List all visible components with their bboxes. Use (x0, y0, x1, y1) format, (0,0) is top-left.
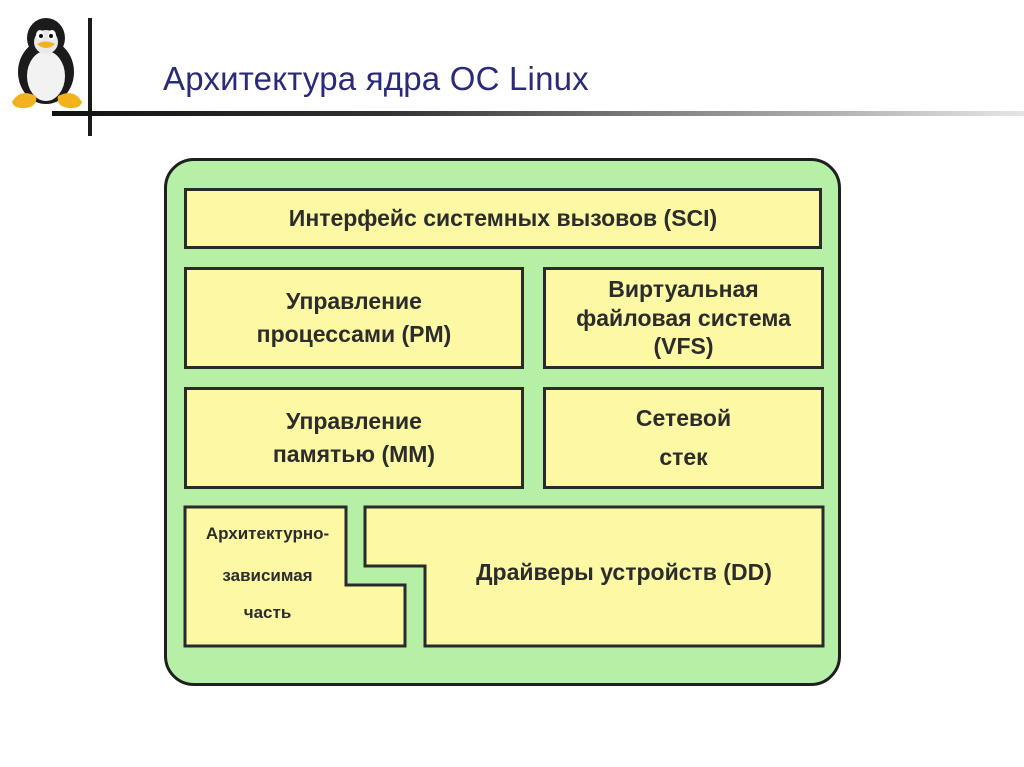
block-device-drivers-label: Драйверы устройств (DD) (476, 559, 772, 585)
block-device-drivers-shape (363, 505, 825, 648)
block-vfs-line1: Виртуальная (608, 275, 759, 302)
block-arch-line2: зависимая (222, 566, 313, 585)
header-vertical-rule (88, 18, 92, 136)
block-vfs: Виртуальная файловая система (VFS) (543, 267, 824, 369)
tux-penguin-icon (6, 14, 88, 110)
header-horizontal-rule (52, 111, 1024, 116)
block-process-management: Управление процессами (PM) (184, 267, 524, 369)
slide-title: Архитектура ядра ОС Linux (163, 60, 589, 97)
block-mm-line2: памятью (MM) (272, 441, 436, 467)
block-memory-management: Управление памятью (MM) (184, 387, 524, 489)
block-arch-line1: Архитектурно- (205, 524, 330, 543)
block-pm-line2: процессами (PM) (256, 321, 452, 347)
block-net-line2: стек (659, 444, 708, 470)
block-arch-dependent-shape (183, 505, 407, 648)
block-network-stack: Сетевой стек (543, 387, 824, 489)
block-sci-label: Интерфейс системных вызовов (SCI) (288, 204, 718, 231)
block-vfs-line3: (VFS) (653, 333, 714, 360)
block-mm-line1: Управление (286, 407, 422, 434)
block-pm-line1: Управление (286, 287, 422, 314)
block-vfs-line2: файловая система (576, 304, 791, 331)
block-arch-line3: часть (243, 603, 292, 622)
block-net-line1: Сетевой (635, 404, 732, 431)
block-sci: Интерфейс системных вызовов (SCI) (184, 188, 822, 249)
